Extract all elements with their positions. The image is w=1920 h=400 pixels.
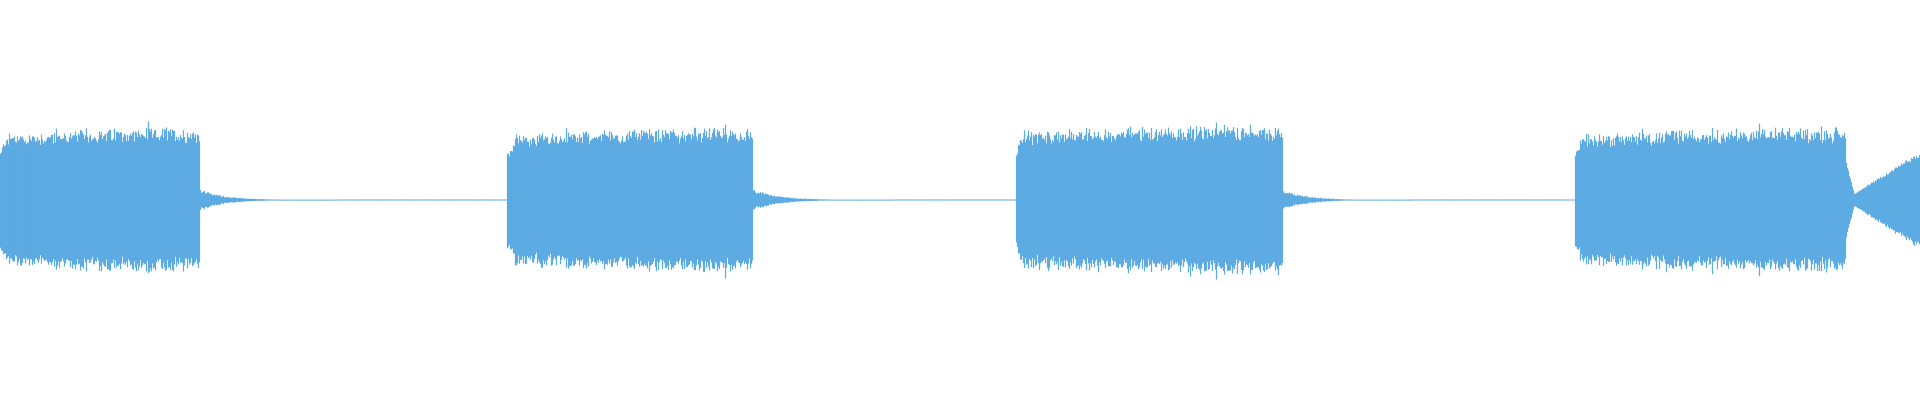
waveform-columns [0,121,1920,280]
